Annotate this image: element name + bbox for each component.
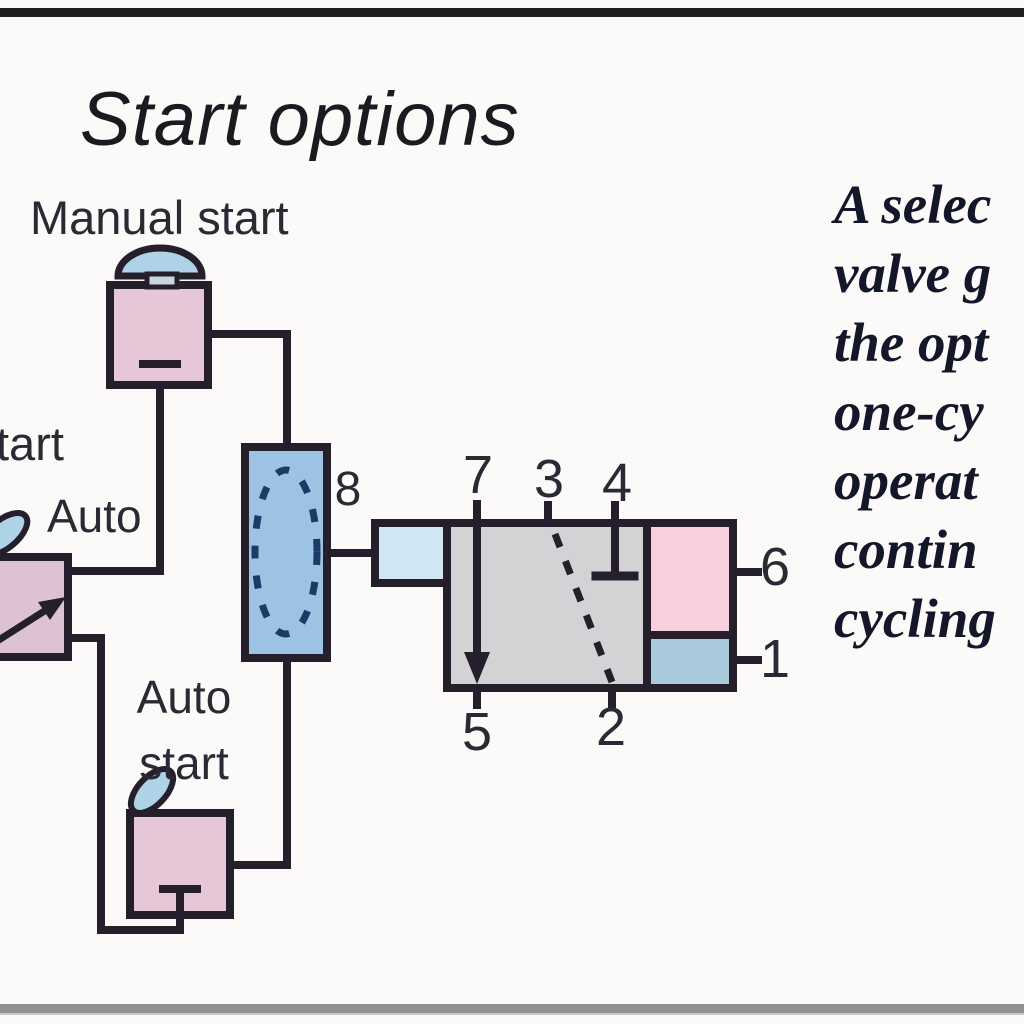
caption-line: contin (834, 519, 978, 580)
lever-icon (0, 510, 31, 558)
caption-line: cycling (834, 588, 996, 649)
caption-text: A selec valve g the opt one-cy operat co… (834, 170, 996, 653)
bottom-frame-border (0, 1004, 1024, 1015)
caption-line: one-cy (834, 381, 984, 442)
manual-start-label: Manual start (30, 191, 289, 244)
lever-icon (127, 766, 177, 816)
port-label-1: 1 (759, 629, 791, 689)
caption-line: valve g (834, 243, 992, 304)
main-valve-blue-section (643, 631, 737, 692)
auto-start-to-shuttle-line (226, 650, 291, 869)
manual-start-to-shuttle-line (204, 330, 291, 455)
port7-flow-arrow (464, 652, 490, 684)
port-label-8: 8 (334, 463, 362, 516)
caption-line: operat (834, 450, 978, 511)
port-label-5: 5 (461, 702, 493, 762)
shuttle-valve-box (241, 443, 331, 662)
main-valve-pink-section (643, 519, 737, 639)
auto-valve-label: Auto (47, 490, 142, 542)
manual-start-valve-box (106, 281, 212, 389)
auto-start-label-line2: start (139, 737, 229, 789)
palm-button-stem (144, 271, 180, 290)
manual-start-bottom-line (58, 360, 164, 575)
clipped-start-label: tart (0, 417, 64, 470)
caption-line: the opt (834, 312, 989, 373)
port-label-4: 4 (601, 453, 633, 513)
port-label-7: 7 (462, 445, 494, 505)
auto-start-label-line1: Auto (136, 671, 232, 723)
inlet-port-box (371, 519, 451, 587)
auto-start-label: Auto start (126, 664, 242, 796)
port-label-2: 2 (595, 697, 627, 757)
flow-arrow-head (38, 597, 66, 620)
palm-button-icon (114, 244, 206, 280)
caption-line: A selec (834, 174, 992, 235)
top-frame-border (0, 8, 1024, 17)
port-label-6: 6 (759, 537, 791, 597)
page-title: Start options (80, 77, 520, 162)
port-label-3: 3 (533, 449, 565, 509)
shuttle-dashed-ellipse (251, 466, 321, 638)
flow-arrow-icon (0, 605, 51, 644)
